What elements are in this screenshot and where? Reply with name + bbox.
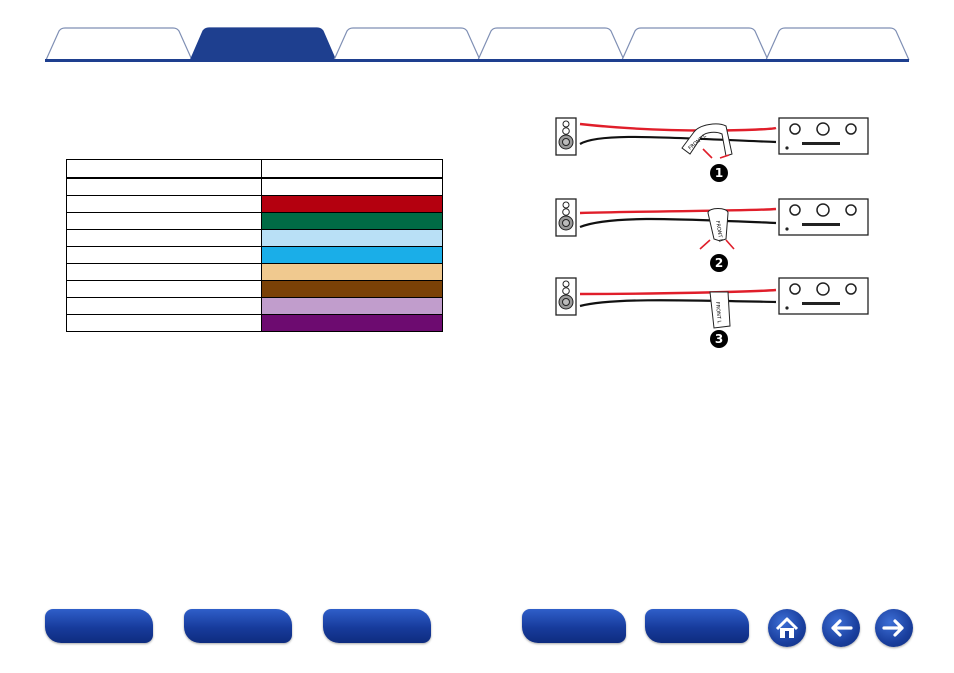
front-l-tag: FRONT L <box>709 291 731 329</box>
bottom-nav-button-1[interactable] <box>45 609 153 643</box>
av-receiver-icon <box>778 117 869 155</box>
table-row <box>66 194 443 213</box>
table-header-channel <box>66 159 262 179</box>
tab-6[interactable] <box>765 27 910 61</box>
home-button[interactable] <box>768 609 806 647</box>
color-swatch-cell <box>261 228 443 247</box>
home-icon <box>775 617 799 638</box>
table-body <box>66 177 443 332</box>
tab-3[interactable] <box>333 27 481 61</box>
tab-1[interactable] <box>45 27 193 61</box>
tab-underline <box>45 59 909 62</box>
channel-name-cell <box>66 228 262 247</box>
speaker-icon <box>555 277 577 316</box>
color-swatch-cell <box>261 245 443 264</box>
channel-name-cell <box>66 245 262 264</box>
channel-name-cell <box>66 177 262 196</box>
table-row <box>66 245 443 264</box>
color-swatch-cell <box>261 262 443 281</box>
tab-5[interactable] <box>621 27 769 61</box>
front-l-tag: FRONT L <box>707 208 729 243</box>
top-tab-bar <box>0 0 954 64</box>
table-row <box>66 228 443 247</box>
color-swatch-cell <box>261 296 443 315</box>
bottom-nav-button-5[interactable] <box>645 609 749 643</box>
cable-labeling-step-3: FRONT L <box>555 277 869 329</box>
channel-name-cell <box>66 194 262 213</box>
tag-text-3: FRONT L <box>714 302 722 324</box>
table-header-row <box>66 159 443 179</box>
channel-name-cell <box>66 262 262 281</box>
table-header-color <box>261 159 443 179</box>
table-row <box>66 177 443 196</box>
av-receiver-icon <box>778 198 869 236</box>
channel-name-cell <box>66 211 262 230</box>
av-receiver-icon <box>778 277 869 315</box>
table-row <box>66 262 443 281</box>
bottom-nav-button-4[interactable] <box>522 609 626 643</box>
speaker-icon <box>555 117 577 156</box>
color-swatch-cell <box>261 279 443 298</box>
tab-4[interactable] <box>477 27 625 61</box>
step-number-3: 3 <box>710 330 728 348</box>
color-swatch-cell <box>261 194 443 213</box>
color-swatch-cell <box>261 211 443 230</box>
arrow-left-icon <box>831 619 853 637</box>
forward-button[interactable] <box>875 609 913 647</box>
color-swatch-cell <box>261 177 443 196</box>
table-row <box>66 296 443 315</box>
table-row <box>66 313 443 332</box>
table-row <box>66 279 443 298</box>
speaker-color-table <box>66 159 443 332</box>
step-number-2: 2 <box>710 254 728 272</box>
channel-name-cell <box>66 296 262 315</box>
channel-name-cell <box>66 313 262 332</box>
speaker-icon <box>555 198 577 237</box>
bottom-nav-button-2[interactable] <box>184 609 292 643</box>
table-row <box>66 211 443 230</box>
cable-labeling-step-1: FRONT L <box>555 117 869 159</box>
tab-2-active[interactable] <box>189 27 337 61</box>
bottom-nav-button-3[interactable] <box>323 609 431 643</box>
step-number-1: 1 <box>710 164 728 182</box>
back-button[interactable] <box>822 609 860 647</box>
channel-name-cell <box>66 279 262 298</box>
cable-labeling-step-2: FRONT L <box>555 198 869 250</box>
arrow-right-icon <box>882 619 904 637</box>
tag-text-2: FRONT L <box>714 220 724 242</box>
color-swatch-cell <box>261 313 443 332</box>
